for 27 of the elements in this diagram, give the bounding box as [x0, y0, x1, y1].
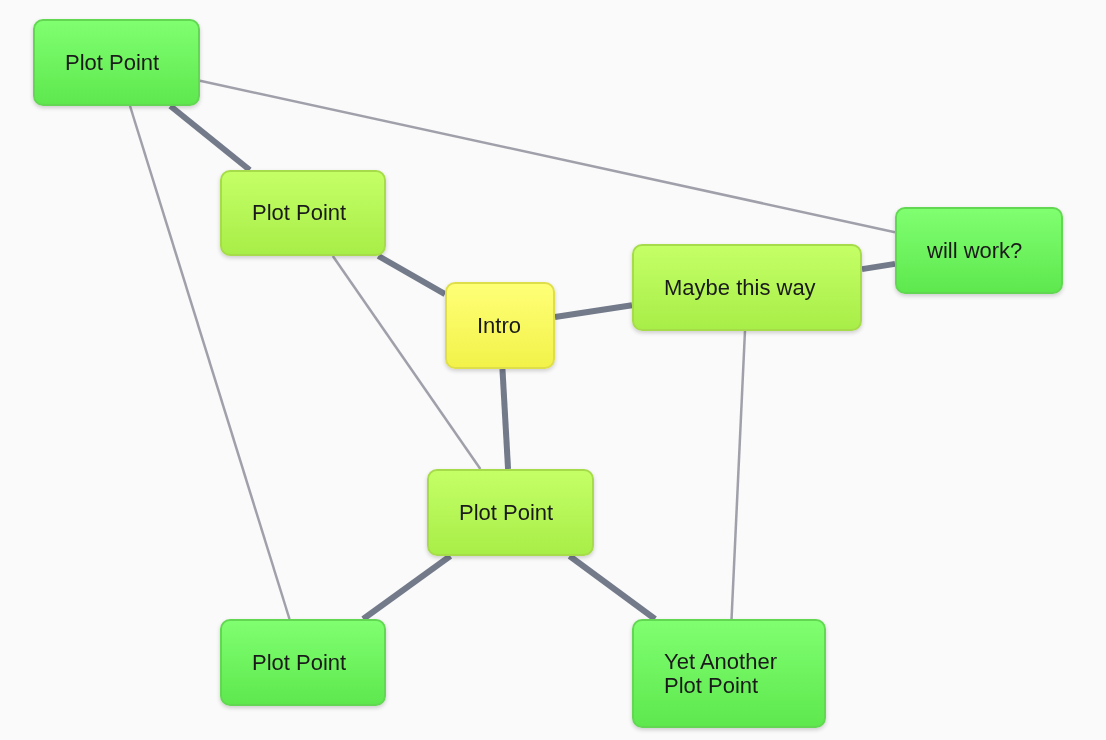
topic-box	[632, 619, 826, 728]
connector-line	[567, 553, 657, 622]
topic-box	[33, 19, 200, 106]
topic-label: Maybe this way	[664, 275, 816, 300]
connector-line	[128, 105, 291, 620]
topic-label: will work?	[927, 238, 1023, 263]
connector-line	[554, 302, 633, 320]
connector-line	[376, 253, 447, 297]
connector-line	[331, 255, 482, 470]
topic-label: Intro	[477, 313, 522, 338]
topic-box	[895, 207, 1063, 294]
connector-line	[499, 368, 512, 470]
topic-label: Plot Point	[459, 500, 554, 525]
topic-label: Plot Point	[252, 650, 347, 675]
topic-box	[220, 619, 386, 706]
connector-line	[168, 103, 252, 173]
connector-line	[861, 260, 896, 273]
connector-line	[361, 553, 453, 622]
topic-label: Yet Another Plot Point	[664, 650, 778, 697]
connector-line	[730, 330, 747, 620]
topic-label: Plot Point	[252, 201, 347, 225]
topic-box	[445, 282, 555, 369]
topic-box	[632, 244, 862, 331]
topic-box	[427, 469, 594, 556]
connector-line	[199, 79, 896, 234]
topic-label: Plot Point	[65, 50, 160, 75]
topic-box	[220, 170, 386, 256]
